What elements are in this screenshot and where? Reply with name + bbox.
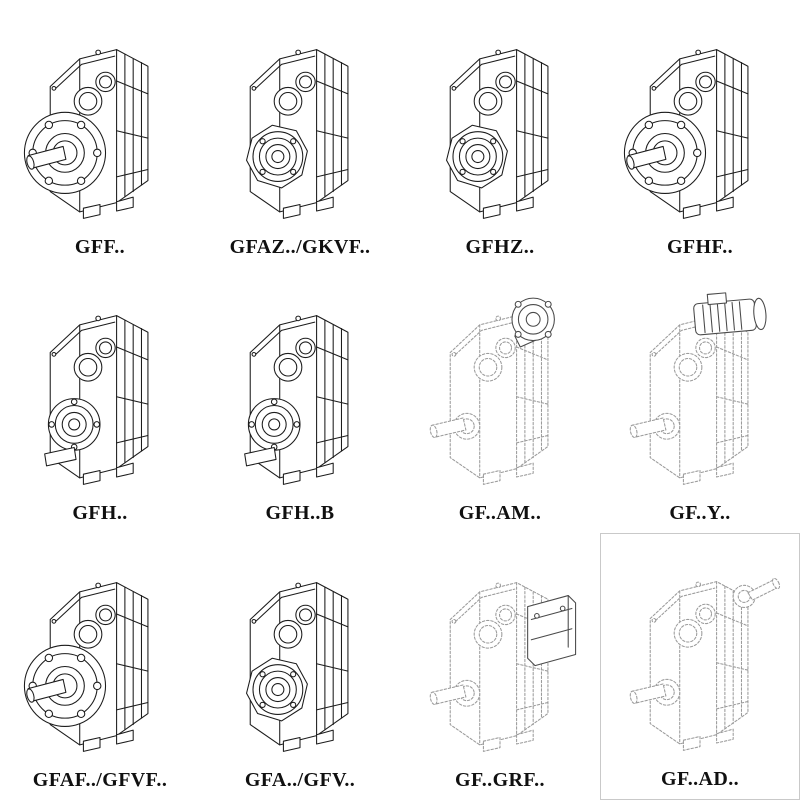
gfa-gfv-hollow-shaft-gearbox-drawing bbox=[246, 582, 349, 752]
product-cell: GFAF../GFVF.. bbox=[0, 533, 200, 800]
gf-grf-input-assembly-gearbox-drawing bbox=[428, 582, 577, 752]
product-label: GFH..B bbox=[265, 502, 335, 525]
product-cell: GF..Y.. bbox=[600, 267, 800, 534]
product-cell: GFH.. bbox=[0, 267, 200, 534]
product-label: GFA../GFV.. bbox=[244, 768, 356, 791]
product-label: GFAF../GFVF.. bbox=[32, 768, 168, 791]
product-label: GF..AD.. bbox=[660, 767, 740, 790]
gff-flange-gearbox-drawing bbox=[23, 48, 149, 219]
gfhf-flange-gearbox-drawing bbox=[623, 48, 749, 219]
product-label: GF..AM.. bbox=[458, 502, 542, 525]
product-label: GFH.. bbox=[72, 502, 128, 525]
gf-am-motor-adapter-gearbox-drawing bbox=[428, 297, 555, 486]
product-cell: GFAZ../GKVF.. bbox=[200, 0, 400, 267]
product-label: GF..Y.. bbox=[669, 502, 731, 525]
gf-y-motor-mounted-gearbox-drawing bbox=[628, 289, 768, 486]
gf-ad-input-shaft-adapter-gearbox-drawing bbox=[628, 576, 782, 751]
product-cell: GF..AM.. bbox=[400, 267, 600, 534]
product-cell: GFA../GFV.. bbox=[200, 533, 400, 800]
gfaz-gkvf-hollow-shaft-gearbox-drawing bbox=[246, 48, 349, 219]
product-label: GFF.. bbox=[74, 235, 126, 258]
product-cell: GFH..B bbox=[200, 267, 400, 534]
product-cell: GF..GRF.. bbox=[400, 533, 600, 800]
gfhz-hollow-shaft-gearbox-drawing bbox=[446, 48, 549, 219]
gfh-b-foot-mounted-gearbox-drawing bbox=[244, 315, 349, 486]
product-cell: GF..AD.. bbox=[600, 533, 800, 800]
product-label: GFHF.. bbox=[666, 235, 734, 258]
product-label: GF..GRF.. bbox=[455, 768, 545, 791]
product-cell: GFF.. bbox=[0, 0, 200, 267]
gfh-foot-mounted-gearbox-drawing bbox=[44, 315, 149, 486]
product-cell: GFHF.. bbox=[600, 0, 800, 267]
product-cell: GFHZ.. bbox=[400, 0, 600, 267]
gfaf-gfvf-flange-gearbox-drawing bbox=[23, 582, 149, 752]
product-label: GFAZ../GKVF.. bbox=[229, 235, 371, 258]
product-label: GFHZ.. bbox=[465, 235, 535, 258]
